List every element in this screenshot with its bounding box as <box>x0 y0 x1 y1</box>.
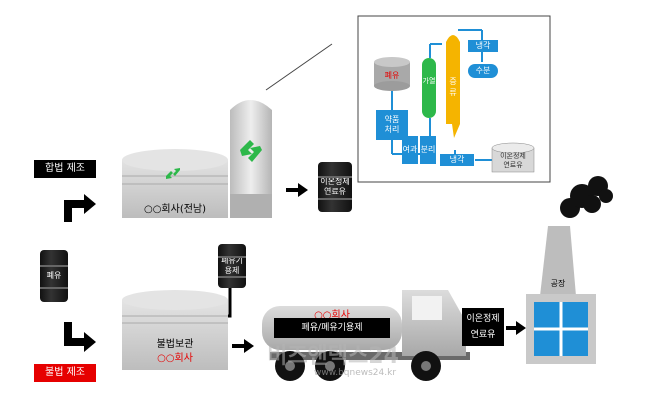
pretreat-line2: 처리 <box>384 125 400 134</box>
smoke <box>560 176 613 218</box>
waste-solvent-drum-line1: 폐유기 <box>220 255 244 265</box>
distillation-column <box>446 35 460 138</box>
ion-fuel-drum-line2: 연료유 <box>323 187 347 196</box>
callout-line <box>265 43 333 91</box>
product-tank-inset <box>491 142 535 173</box>
waste-oil-drum-label: 폐유 <box>46 270 62 280</box>
arrow-to-drum <box>286 183 308 197</box>
cool-top-label: 냉각 <box>475 41 491 51</box>
heat-label: 가열 <box>422 77 436 85</box>
illegal-tank <box>122 290 228 370</box>
filter-box: 여과 <box>402 136 418 164</box>
watermark-main: 비즈앤택스24 <box>267 344 399 369</box>
illegal-tank-line1: 불법보관 <box>156 339 194 350</box>
filter-label: 여과 <box>402 145 418 155</box>
waste-oil-tank-inset <box>374 57 410 91</box>
illegal-manufacture-label: 불법 제조 <box>34 364 96 382</box>
waste-oil-drum: 폐유 <box>40 250 68 302</box>
arrow-legal-bend <box>64 194 96 222</box>
legal-company-label: ○○회사(전남) <box>143 204 207 215</box>
water-label: 수분 <box>475 66 491 76</box>
ion-fuel-drum: 이온정제 연료유 <box>318 162 352 212</box>
truck-company-label: ○○회사 <box>314 310 350 321</box>
water-box: 수분 <box>468 64 498 78</box>
arrow-tank-to-truck <box>232 339 254 353</box>
heater <box>422 58 436 118</box>
truck-cargo-label: 폐유/폐유기용제 <box>274 318 390 338</box>
legal-manufacture-label: 합법 제조 <box>34 160 96 178</box>
ion-fuel-box: 이온정제 연료유 <box>462 308 504 346</box>
illegal-tank-label: 불법보관 ○○회사 <box>122 338 228 366</box>
ion-fuel-drum-line1: 이온정제 <box>320 176 350 186</box>
arrow-fuel-to-factory <box>506 321 526 335</box>
ion-fuel-box-line1: 이온정제 <box>466 314 500 324</box>
arrow-illegal-bend <box>64 322 96 352</box>
ion-fuel-box-line2: 연료유 <box>470 330 496 340</box>
pretreat-line1: 약품 <box>384 115 400 125</box>
waste-solvent-drum-line2: 용제 <box>224 266 240 275</box>
cool-bottom-label: 냉각 <box>449 155 465 165</box>
product-line2: 연료유 <box>503 161 523 170</box>
inset-waste-oil-label: 폐유 <box>384 71 400 80</box>
factory <box>526 226 596 364</box>
distill-label: 증류 <box>449 77 457 97</box>
pretreat-box: 약품 처리 <box>376 110 408 140</box>
cool-top-box: 냉각 <box>468 40 498 52</box>
recycle-icon-small <box>166 168 180 179</box>
watermark-url: www.bqnews24.kr <box>313 368 397 378</box>
waste-solvent-drum: 폐유기 용제 <box>218 244 246 288</box>
legal-tank <box>122 149 228 218</box>
factory-label: 공장 <box>550 279 566 288</box>
cool-bottom-box: 냉각 <box>440 154 474 166</box>
product-line1: 이온정제 <box>500 152 526 160</box>
separate-label: 분리 <box>420 145 436 155</box>
product-tank-label: 이온정제 연료유 <box>492 152 534 170</box>
illegal-tank-line2: ○○회사 <box>157 353 193 364</box>
separate-box: 분리 <box>420 136 436 164</box>
recycle-icon <box>240 140 262 162</box>
